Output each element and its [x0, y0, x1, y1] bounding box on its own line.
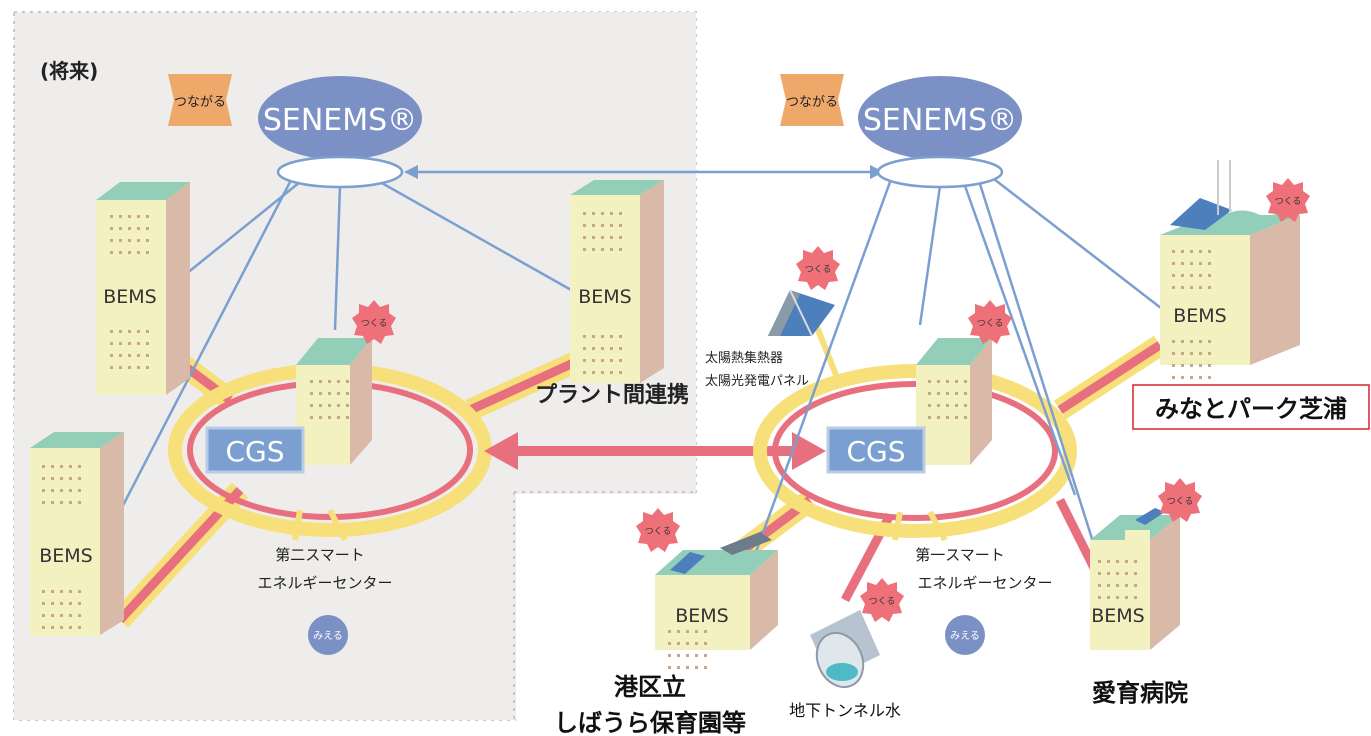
senems-node-left [258, 76, 422, 160]
create-label: つくる [977, 318, 1004, 329]
future-label: (将来) [40, 59, 98, 83]
create-label: つくる [361, 318, 388, 329]
nursery-building: BEMS [655, 532, 778, 669]
minato-park-label-box [1132, 384, 1370, 430]
see-icon-right [945, 615, 985, 655]
cgs-box-left [205, 426, 305, 474]
senems-label-right: SENEMS® [863, 103, 1017, 138]
hospital-building: BEMS [1090, 508, 1180, 650]
create-label: つくる [1167, 496, 1194, 507]
first-center-line1: 第一スマート [915, 546, 1005, 564]
connect-label-right: つながる [786, 95, 838, 110]
minato-park-label: みなとパーク芝浦 [1155, 395, 1347, 423]
solar-panel [768, 289, 835, 337]
see-icon-left [308, 615, 348, 655]
solar-label-line1: 太陽熱集熱器 [705, 350, 783, 366]
see-label-right: みえる [950, 630, 980, 642]
bems-building: BEMS [30, 432, 124, 636]
bems-building: BEMS [96, 182, 190, 395]
connect-label-left: つながる [174, 95, 226, 110]
senems-label-left: SENEMS® [263, 103, 417, 138]
create-label: つくる [869, 596, 896, 607]
second-energy-center-building [296, 338, 372, 465]
tunnel-pipe [810, 610, 880, 689]
create-label: つくる [805, 264, 832, 275]
minato-park-building: BEMS [1160, 160, 1300, 379]
hospital-label: 愛育病院 [1092, 679, 1188, 707]
bems-label: BEMS [103, 286, 157, 308]
senems-node-right [858, 76, 1022, 160]
second-comm-lines [98, 180, 581, 551]
bems-label: BEMS [578, 286, 632, 308]
bems-label: BEMS [39, 545, 93, 567]
see-label-left: みえる [313, 630, 343, 642]
first-energy-center-building [916, 338, 992, 465]
nursery-label-line2: しばうら保育園等 [554, 709, 746, 736]
create-label: つくる [645, 526, 672, 537]
plant-link-label: プラント間連携 [535, 382, 689, 408]
create-label: つくる [1275, 196, 1302, 207]
cgs-label-right: CGS [846, 435, 905, 468]
bems-building: BEMS [570, 180, 664, 383]
cgs-label-left: CGS [225, 435, 284, 468]
first-center-line2: エネルギーセンター [917, 574, 1052, 592]
hub-ring-left [276, 155, 404, 189]
bems-label: BEMS [675, 605, 729, 627]
bems-label: BEMS [1173, 305, 1227, 327]
plant-link-arrow [484, 432, 826, 470]
solar-label-line2: 太陽光発電パネル [705, 374, 809, 389]
second-center-line1: 第二スマート [275, 546, 365, 564]
bems-label: BEMS [1091, 605, 1145, 627]
hub-ring-right [876, 155, 1004, 189]
nursery-label-line1: 港区立 [614, 673, 686, 701]
tunnel-label: 地下トンネル水 [789, 701, 901, 720]
cgs-box-right [826, 426, 926, 474]
second-center-line2: エネルギーセンター [257, 574, 392, 592]
